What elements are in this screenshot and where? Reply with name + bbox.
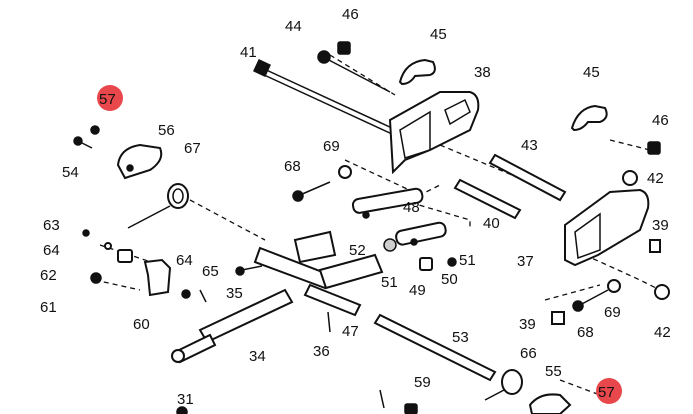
part-47-arm [303, 283, 362, 317]
part-55-plate [528, 393, 572, 414]
callout-36: 36 [313, 343, 330, 360]
part-56-plate [116, 143, 163, 180]
callout-59: 59 [414, 374, 431, 391]
callout-42-lower: 42 [654, 324, 671, 341]
callout-44: 44 [285, 18, 302, 35]
callout-63: 63 [43, 217, 60, 234]
part-63-bolt [82, 229, 90, 237]
callout-69: 69 [323, 138, 340, 155]
callout-54: 54 [62, 164, 79, 181]
callout-labels: 46 44 45 41 38 57 45 56 46 67 69 43 68 5… [40, 6, 671, 408]
part-42-nut-lower [654, 284, 670, 300]
callout-45-right: 45 [583, 64, 600, 81]
callout-55: 55 [545, 363, 562, 380]
part-39-bushing-right [649, 239, 661, 253]
callout-37: 37 [517, 253, 534, 270]
callout-46: 46 [342, 6, 359, 23]
part-68-bolt-left [292, 181, 331, 202]
callout-38: 38 [474, 64, 491, 81]
callout-49: 49 [409, 282, 426, 299]
callout-64-right: 64 [176, 252, 193, 269]
pin-bottom [379, 389, 385, 409]
part-50-bolt [447, 257, 457, 267]
callout-50: 50 [441, 271, 458, 288]
callout-43: 43 [521, 137, 538, 154]
callout-69-right: 69 [604, 304, 621, 321]
part-54-bolt [73, 136, 93, 149]
part-41-long-bolt [253, 59, 393, 135]
part-39-bushing-lower [551, 311, 565, 325]
highlight-57-left [97, 85, 123, 111]
part-60-bracket [143, 258, 172, 297]
part-31-bolt [176, 406, 188, 414]
callout-31: 31 [177, 391, 194, 408]
part-45-cap-right [570, 104, 608, 132]
part-67-spring [127, 183, 189, 229]
part-64-washer-right [181, 289, 191, 299]
part-66-spring [484, 369, 523, 401]
callout-62: 62 [40, 267, 57, 284]
part-48-links [351, 187, 447, 246]
part-69-nut-right [607, 279, 621, 293]
callout-40: 40 [483, 215, 500, 232]
callout-51-lower: 51 [381, 274, 398, 291]
part-38-side-bracket [388, 91, 480, 175]
part-57-bolt-left [90, 125, 100, 135]
callout-48: 48 [403, 199, 420, 216]
part-44-bolt [317, 50, 391, 93]
callout-57-left: 57 [99, 91, 116, 108]
callout-51: 51 [459, 252, 476, 269]
callout-53: 53 [452, 329, 469, 346]
callout-57-right: 57 [598, 384, 615, 401]
highlight-57-right [596, 378, 622, 404]
callout-67: 67 [184, 140, 201, 157]
callout-52: 52 [349, 242, 366, 259]
callout-41: 41 [240, 44, 257, 61]
part-43-rod [488, 153, 567, 202]
part-35-bolt [235, 265, 263, 276]
part-49-collar [419, 257, 433, 271]
callout-42: 42 [647, 170, 664, 187]
part-46-nut-top [337, 41, 351, 55]
part-53-rod [373, 313, 497, 382]
part-69-nut-top [338, 165, 352, 179]
callout-56: 56 [158, 122, 175, 139]
part-34-gas-strut [171, 288, 294, 364]
part-65-clip [199, 289, 207, 303]
part-42-nut-upper [622, 170, 638, 186]
part-52-shaft [253, 230, 384, 290]
callout-66: 66 [520, 345, 537, 362]
part-37-side-bracket [564, 188, 650, 267]
callout-45: 45 [430, 26, 447, 43]
callout-60: 60 [133, 316, 150, 333]
callout-46-right: 46 [652, 112, 669, 129]
part-68-bolt-right [572, 289, 609, 312]
part-51-bushing [383, 238, 397, 252]
part-46-nut-right [647, 141, 661, 155]
callout-34: 34 [249, 348, 266, 365]
part-40-pin [453, 178, 522, 220]
callout-68-right: 68 [577, 324, 594, 341]
callout-68: 68 [284, 158, 301, 175]
part-61-bolt [90, 272, 102, 284]
callout-39-lower: 39 [519, 316, 536, 333]
part-64-washer-left [104, 242, 112, 250]
callout-64: 64 [43, 242, 60, 259]
part-62-block [117, 249, 133, 263]
part-59-nut [404, 403, 418, 414]
part-45-cap-top [398, 58, 436, 86]
callout-65: 65 [202, 263, 219, 280]
callout-47: 47 [342, 323, 359, 340]
callout-61: 61 [40, 299, 57, 316]
callout-39: 39 [652, 217, 669, 234]
callout-35: 35 [226, 285, 243, 302]
part-36-pin [327, 311, 331, 333]
